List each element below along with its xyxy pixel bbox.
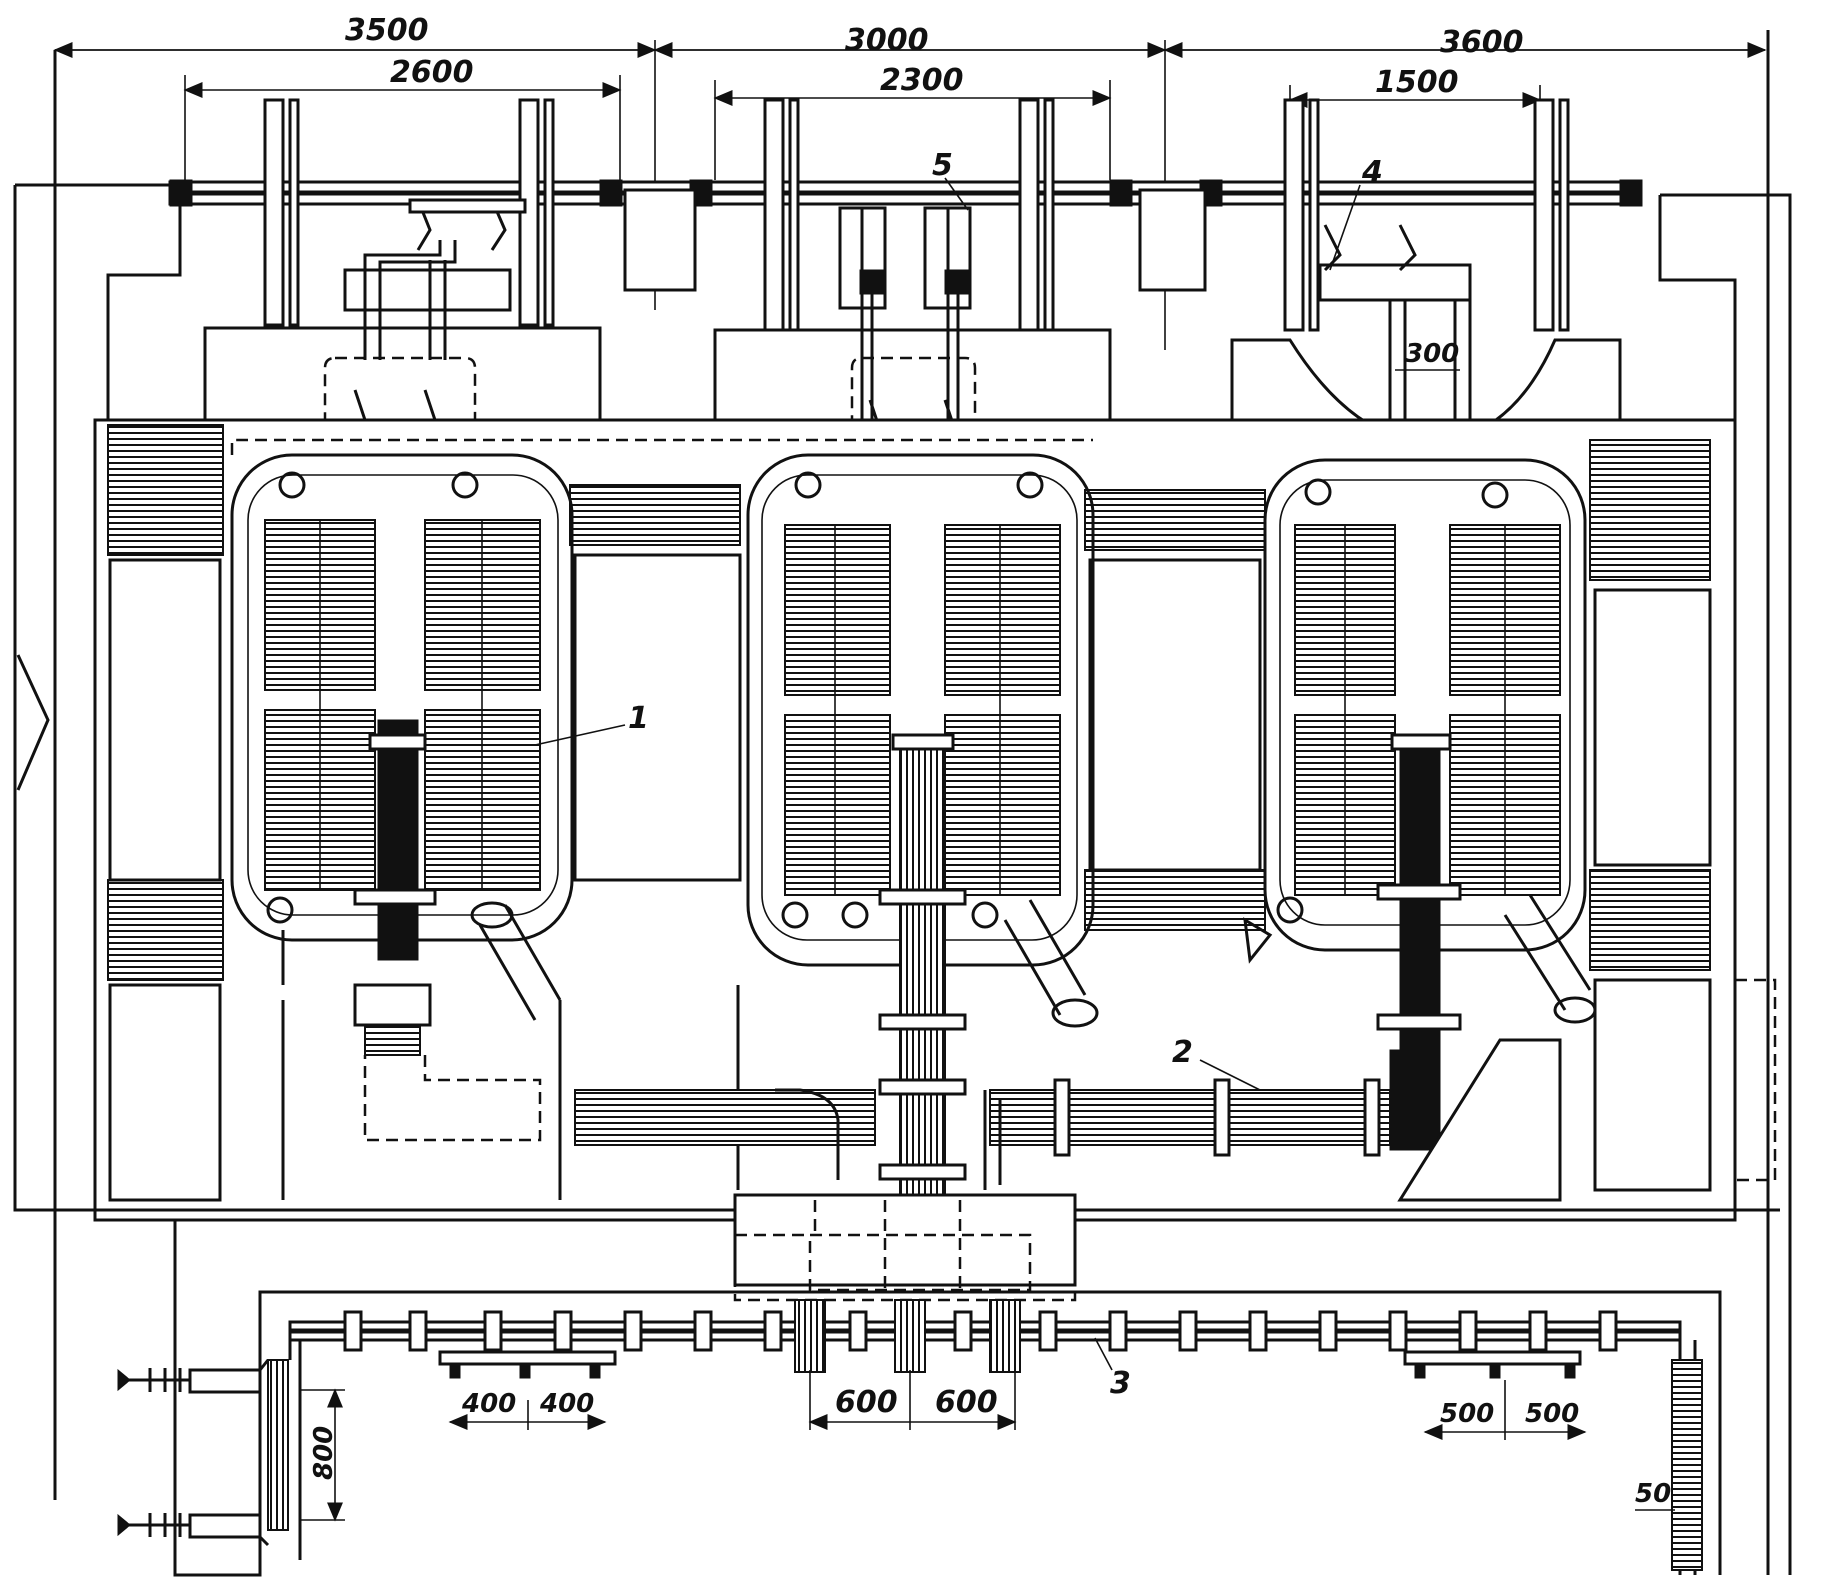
callout-2: 2 (1172, 1035, 1193, 1070)
dim-inner-middle: 2300 (880, 63, 964, 98)
callout-1: 1 (628, 701, 649, 736)
dim-spacing-300: 300 (1405, 339, 1459, 369)
bottom-busbar (267, 1299, 1703, 1575)
callouts: 1 2 3 4 5 (534, 148, 1383, 1401)
dim-bus-400-a: 400 (461, 1389, 516, 1419)
main-horizontal-bus (574, 1038, 1562, 1202)
dim-bus-600-a: 600 (835, 1385, 898, 1420)
dim-bay-right: 3600 (1440, 25, 1524, 60)
transformer-left (230, 453, 574, 1200)
bushing-insulators (117, 1359, 270, 1547)
dim-bus-400-b: 400 (539, 1389, 594, 1419)
dim-vertical-800: 800 (309, 1426, 339, 1480)
lower-distribution-box (733, 1193, 1077, 1302)
dim-inner-left: 2600 (390, 55, 474, 90)
transformer-middle (736, 453, 1099, 1221)
dim-bay-middle: 3000 (845, 23, 929, 58)
callout-5: 5 (932, 148, 953, 183)
dim-inner-right: 1500 (1375, 65, 1459, 100)
terminal-box-middle (713, 206, 1112, 488)
transformer-right (1243, 458, 1597, 1061)
bottom-dimensions: 400 400 600 600 500 500 800 50 (300, 1370, 1675, 1522)
dim-vertical-50: 50 (1635, 1479, 1671, 1509)
callout-3: 3 (1110, 1366, 1131, 1401)
dim-bus-500-b: 500 (1525, 1399, 1579, 1429)
dim-bay-left: 3500 (345, 13, 429, 48)
callout-4: 4 (1361, 155, 1383, 190)
dim-bus-600-b: 600 (935, 1385, 998, 1420)
top-dimensions: 3500 3000 3600 2600 2300 1500 (53, 13, 1767, 350)
dim-bus-500-a: 500 (1440, 1399, 1494, 1429)
dashed-outlines (230, 438, 1777, 1182)
